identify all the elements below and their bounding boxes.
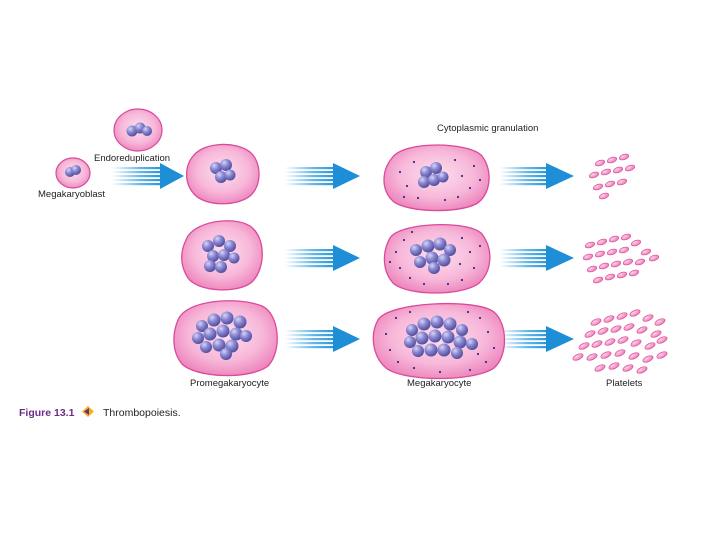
arrow-row1-c bbox=[500, 163, 574, 189]
label-megakaryoblast: Megakaryoblast bbox=[38, 189, 106, 200]
arrow-row1-b bbox=[285, 163, 360, 189]
megakaryocyte-granular-top bbox=[383, 144, 490, 212]
megakaryocyte-granular-middle bbox=[383, 223, 491, 294]
label-promegakaryocyte: Promegakaryocyte bbox=[190, 378, 270, 389]
megakaryocyte-granular-bottom bbox=[372, 302, 506, 380]
promegakaryocyte-medium bbox=[181, 220, 263, 291]
arrow-row3-b bbox=[500, 326, 574, 352]
label-endoreduplication: Endoreduplication bbox=[94, 153, 171, 164]
megakaryoblast-cell bbox=[55, 157, 91, 189]
platelets-cluster-medium bbox=[582, 233, 660, 284]
platelets-cluster-large bbox=[572, 309, 668, 374]
diamond-arrow-icon bbox=[82, 406, 94, 417]
figure-caption: Thrombopoiesis. bbox=[103, 407, 181, 419]
promegakaryocyte-small bbox=[185, 143, 260, 205]
arrow-row3-a bbox=[285, 326, 360, 352]
arrow-row1-a bbox=[112, 163, 184, 189]
endoreduplication-cell bbox=[113, 108, 163, 152]
platelets-cluster-small bbox=[588, 153, 636, 200]
promegakaryocyte-large bbox=[173, 300, 278, 377]
arrow-row2-a bbox=[285, 245, 360, 271]
arrow-row2-b bbox=[500, 245, 574, 271]
label-platelets: Platelets bbox=[606, 378, 643, 389]
figure-number: Figure 13.1 bbox=[19, 407, 75, 419]
label-cytoplasmic-granulation: Cytoplasmic granulation bbox=[437, 123, 539, 134]
label-megakaryocyte: Megakaryocyte bbox=[407, 378, 472, 389]
